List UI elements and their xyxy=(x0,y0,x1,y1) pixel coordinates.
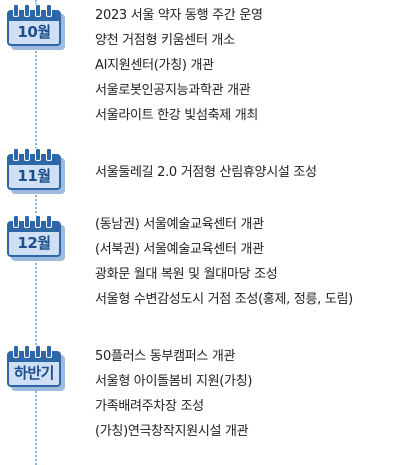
event-item: 양천 거점형 키움센터 개소 xyxy=(95,33,235,48)
event-item: 광화문 월대 복원 및 월대마당 조성 xyxy=(95,267,278,282)
event-item: 50플러스 동부캠퍼스 개관 xyxy=(95,349,236,364)
event-item: AI지원센터(가칭) 개관 xyxy=(95,58,214,73)
event-item: 서울형 수변감성도시 거점 조성(홍제, 정릉, 도림) xyxy=(95,292,353,307)
calendar-icon: 11월 xyxy=(7,148,65,194)
calendar-icon: 하반기 xyxy=(7,345,65,391)
calendar-icon: 10월 xyxy=(7,4,65,50)
month-label: 11월 xyxy=(17,167,51,185)
event-item: 가족배려주차장 조성 xyxy=(95,399,204,414)
event-list: 2023 서울 약자 동행 주간 운영 양천 거점형 키움센터 개소 AI지원센… xyxy=(95,6,263,131)
calendar-icon: 12월 xyxy=(7,215,65,261)
event-list: (동남권) 서울예술교육센터 개관 (서북권) 서울예술교육센터 개관 광화문 … xyxy=(95,215,353,315)
event-item: (서북권) 서울예술교육센터 개관 xyxy=(95,242,264,257)
event-item: 서울로봇인공지능과학관 개관 xyxy=(95,83,251,98)
event-item: (가칭)연극창작지원시설 개관 xyxy=(95,424,249,439)
event-item: 서울형 아이돌봄비 지원(가칭) xyxy=(95,374,253,389)
event-list: 서울둘레길 2.0 거점형 산림휴양시설 조성 xyxy=(95,163,317,188)
month-label: 12월 xyxy=(17,234,51,252)
month-label: 10월 xyxy=(17,23,51,41)
timeline-section-dec: 12월 (동남권) 서울예술교육센터 개관 (서북권) 서울예술교육센터 개관 … xyxy=(0,215,400,325)
timeline-section-oct: 10월 2023 서울 약자 동행 주간 운영 양천 거점형 키움센터 개소 A… xyxy=(0,0,400,130)
month-label: 하반기 xyxy=(14,364,54,382)
event-item: 서울라이트 한강 빛섬축제 개최 xyxy=(95,108,259,123)
timeline-section-second-half: 하반기 50플러스 동부캠퍼스 개관 서울형 아이돌봄비 지원(가칭) 가족배려… xyxy=(0,343,400,453)
timeline-section-nov: 11월 서울둘레길 2.0 거점형 산림휴양시설 조성 xyxy=(0,148,400,198)
event-list: 50플러스 동부캠퍼스 개관 서울형 아이돌봄비 지원(가칭) 가족배려주차장 … xyxy=(95,347,252,447)
event-item: 서울둘레길 2.0 거점형 산림휴양시설 조성 xyxy=(95,165,317,180)
event-item: (동남권) 서울예술교육센터 개관 xyxy=(95,217,264,232)
event-item: 2023 서울 약자 동행 주간 운영 xyxy=(95,8,263,23)
